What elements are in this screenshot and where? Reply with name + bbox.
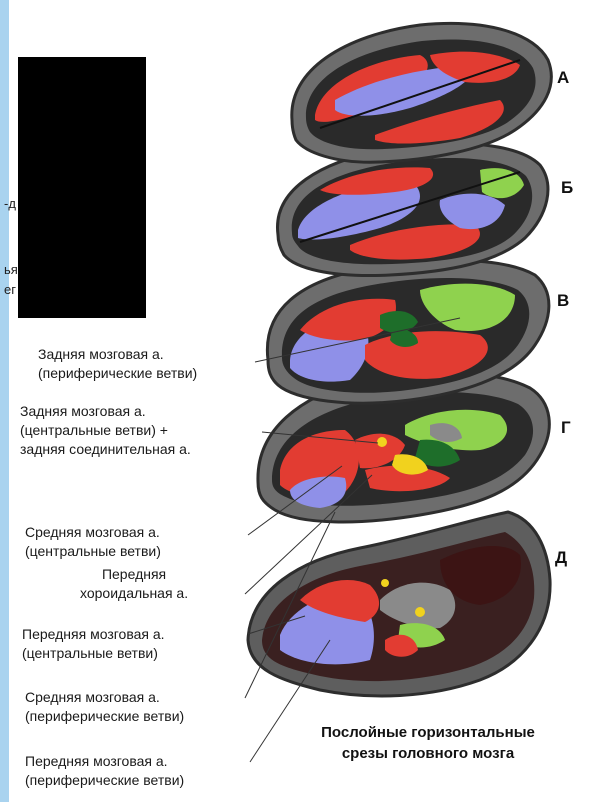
label-line: хороидальная а. [80,584,188,603]
slice-label-d: Д [555,548,567,568]
slice-label-g: Г [561,418,571,438]
label-line: (центральные ветви) + [20,421,191,440]
slice-label-b: Б [561,178,573,198]
caption-line: Послойные горизонтальные [288,722,568,743]
slice-label-a: А [557,68,569,88]
label-posterior-central: Задняя мозговая а. (центральные ветви) +… [20,402,191,459]
label-line: (периферические ветви) [25,707,184,726]
label-line: Средняя мозговая а. [25,523,161,542]
label-line: (периферические ветви) [25,771,184,790]
label-middle-central: Средняя мозговая а. (центральные ветви) [25,523,161,561]
label-line: (периферические ветви) [38,364,197,383]
label-line: Средняя мозговая а. [25,688,184,707]
label-line: задняя соединительная а. [20,440,191,459]
slice-a [292,23,552,162]
label-anterior-central: Передняя мозговая а. (центральные ветви) [22,625,165,663]
label-line: Задняя мозговая а. [38,345,197,364]
slice-label-v: В [557,291,569,311]
figure-caption: Послойные горизонтальные срезы головного… [288,722,568,764]
label-anterior-peripheral: Передняя мозговая а. (периферические вет… [25,752,184,790]
label-line: (центральные ветви) [22,644,165,663]
label-line: (центральные ветви) [25,542,161,561]
slice-d [248,512,550,696]
label-line: Передняя [80,565,188,584]
slice-b [277,143,547,275]
label-anterior-choroidal: Передняя хороидальная а. [80,565,188,603]
label-line: Передняя мозговая а. [22,625,165,644]
label-middle-peripheral: Средняя мозговая а. (периферические ветв… [25,688,184,726]
label-line: Задняя мозговая а. [20,402,191,421]
label-line: Передняя мозговая а. [25,752,184,771]
label-posterior-peripheral: Задняя мозговая а. (периферические ветви… [38,345,197,383]
caption-line: срезы головного мозга [288,743,568,764]
